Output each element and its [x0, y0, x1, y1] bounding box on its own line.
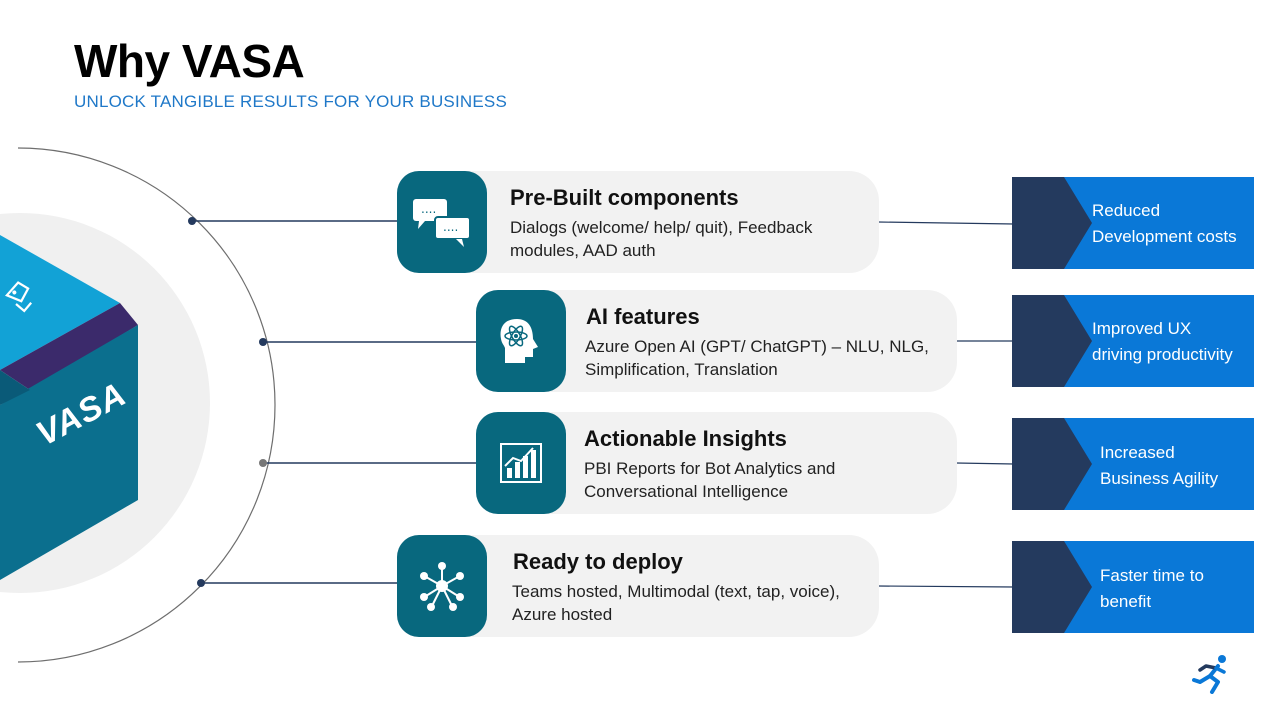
- connector-dot-3: [259, 459, 267, 467]
- runner-logo-icon: [1192, 655, 1226, 694]
- connector-line-right-4: [877, 585, 1015, 588]
- feature-title: Actionable Insights: [584, 426, 787, 451]
- cube-dark-edge: [0, 303, 138, 390]
- feature-title: Ready to deploy: [513, 549, 683, 574]
- page-title: Why VASA: [74, 35, 305, 87]
- benefit-box-ux: Improved UX driving productivity: [1012, 295, 1254, 387]
- feature-title: AI features: [586, 304, 700, 329]
- feature-icon-box: [476, 412, 566, 514]
- feature-title: Pre-Built components: [510, 185, 739, 210]
- cube-front-face: [0, 325, 138, 580]
- feature-card-deploy: Ready to deploy Teams hosted, Multimodal…: [397, 535, 879, 637]
- feature-icon-box: .... ....: [397, 171, 487, 273]
- benefit-box-agility: Increased Business Agility: [1012, 418, 1254, 510]
- feature-description: Dialogs (welcome/ help/ quit), Feedback …: [510, 218, 813, 260]
- benefit-text: Improved UX driving productivity: [1092, 319, 1233, 364]
- cube-top-face: [0, 235, 120, 370]
- feature-description: Azure Open AI (GPT/ ChatGPT) – NLU, NLG,…: [585, 337, 929, 379]
- feature-description: PBI Reports for Bot Analytics and Conver…: [584, 459, 836, 501]
- benefit-text: Reduced Development costs: [1092, 201, 1237, 246]
- connector-dot-2: [259, 338, 267, 346]
- hero-arc: [17, 147, 276, 663]
- vasa-cube: [0, 235, 138, 580]
- ai-head-icon: [500, 319, 538, 363]
- connector-dot-4: [197, 579, 205, 587]
- network-hub-icon: [420, 562, 464, 611]
- feature-icon-box: [397, 535, 487, 637]
- feature-description: Teams hosted, Multimodal (text, tap, voi…: [512, 582, 840, 624]
- robot-icon: [4, 281, 33, 313]
- feature-card-ai: AI features Azure Open AI (GPT/ ChatGPT)…: [476, 290, 957, 392]
- connector-dot-1: [188, 217, 196, 225]
- benefit-text: Faster time to benefit: [1100, 566, 1204, 611]
- connector-line-right-3: [955, 462, 1015, 465]
- connector-line-right-1: [877, 221, 1015, 225]
- benefit-box-cost: Reduced Development costs: [1012, 177, 1254, 269]
- benefit-box-time: Faster time to benefit: [1012, 541, 1254, 633]
- svg-text:....: ....: [443, 220, 458, 234]
- feature-card-prebuilt: .... .... Pre-Built components Dialogs (…: [397, 171, 879, 273]
- benefit-text: Increased Business Agility: [1100, 443, 1219, 488]
- bar-chart-icon: [500, 443, 542, 483]
- feature-card-insights: Actionable Insights PBI Reports for Bot …: [476, 412, 957, 514]
- chat-bubbles-icon: .... ....: [413, 199, 471, 247]
- feature-icon-box: [476, 290, 566, 392]
- page-subtitle: UNLOCK TANGIBLE RESULTS FOR YOUR BUSINES…: [74, 92, 507, 111]
- svg-text:....: ....: [421, 202, 436, 216]
